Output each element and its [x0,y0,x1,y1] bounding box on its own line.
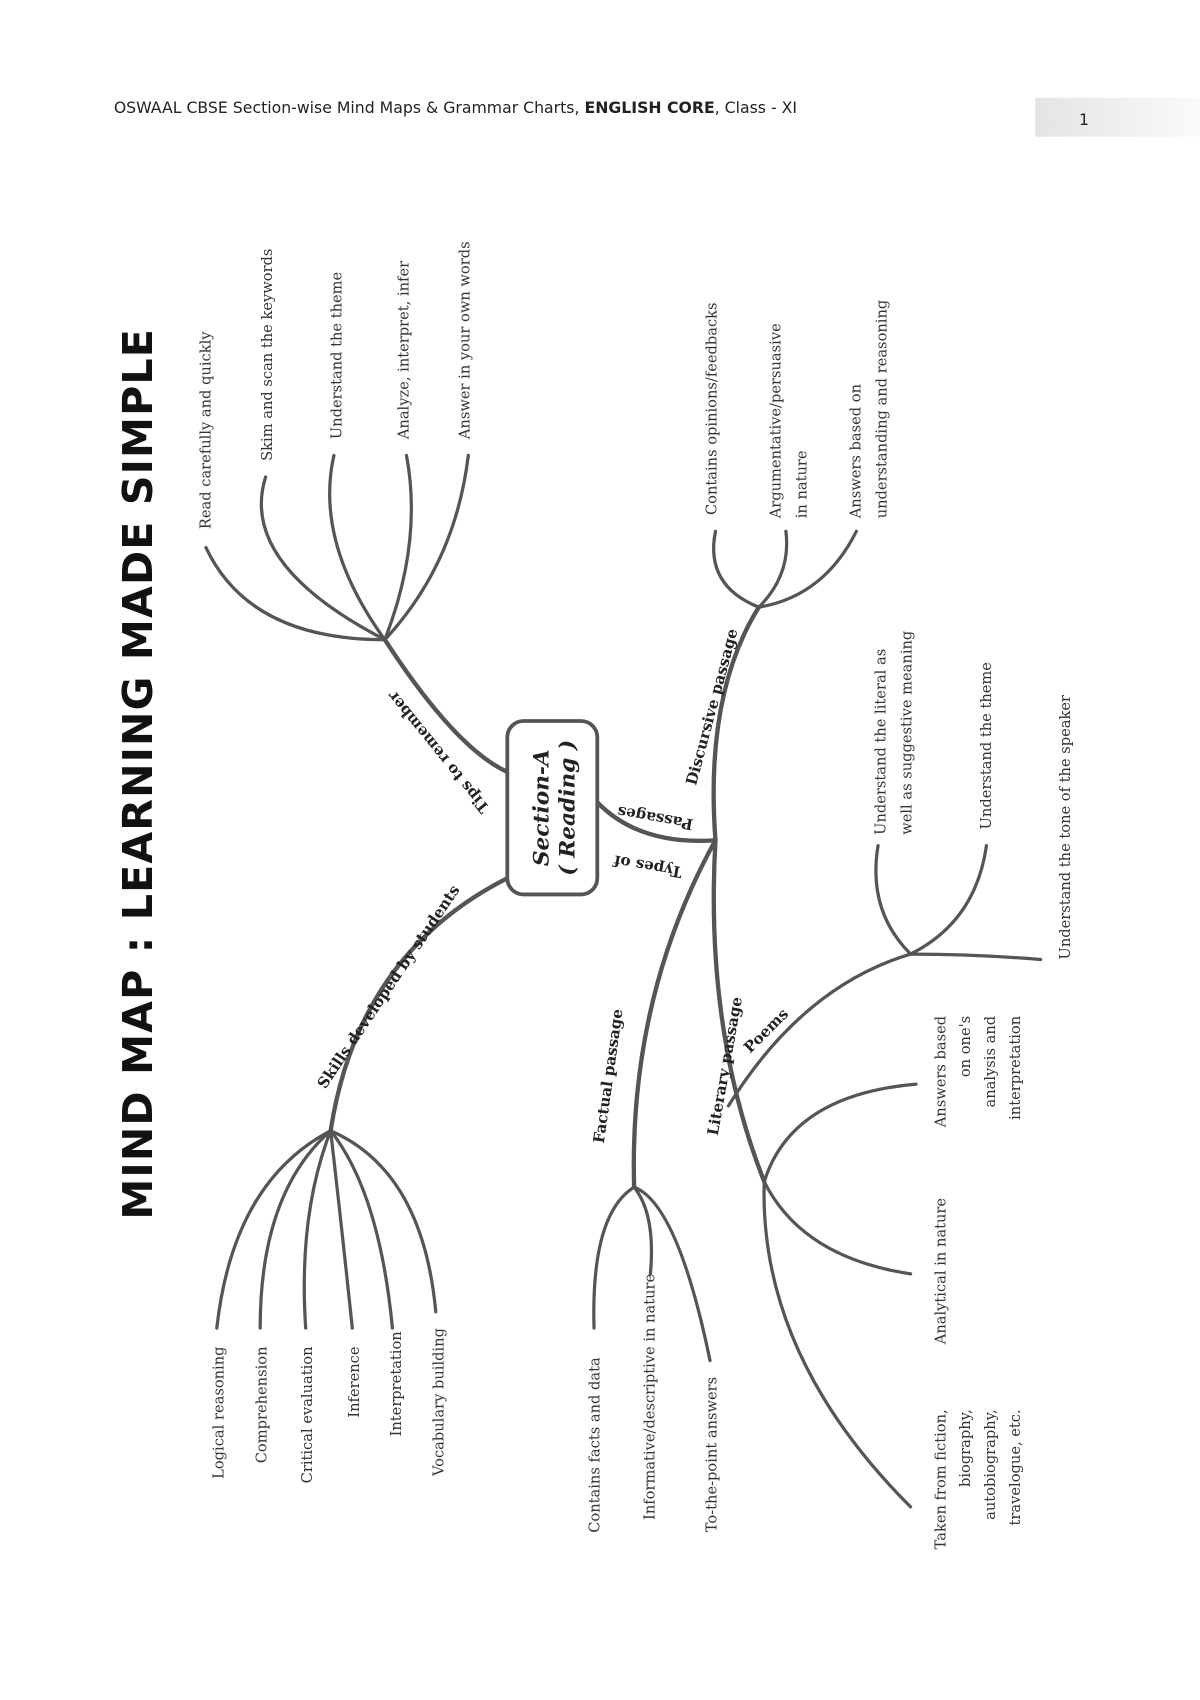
page-title: MIND MAP : LEARNING MADE SIMPLE [114,328,162,1220]
leaf-text: Understand the tone of the speaker [1057,695,1074,960]
leaf-text: Understand the theme [328,272,345,439]
leaf-text: Analyze, interpret, infer [396,261,413,440]
leaf-text: Answers based [932,1016,949,1128]
leaf-text: To-the-point answers [704,1377,721,1532]
leaf-text: Argumentative/persuasive [767,323,784,519]
leaf-text: Interpretation [388,1331,405,1437]
branch-factual-label: Factual passage [590,1008,627,1145]
leaf-text: Contains facts and data [586,1357,603,1533]
leaf-text: understanding and reasoning [874,300,891,519]
leaf-text: Comprehension [254,1346,271,1463]
leaf-text: autobiography, [982,1409,999,1520]
leaf-text: Inference [346,1346,363,1417]
skills-items: Logical reasoning Comprehension Critical… [210,1328,447,1483]
leaf-text: Read carefully and quickly [197,331,214,529]
connectors [204,453,1043,1509]
leaf-text: Answer in your own words [456,241,473,440]
leaf-text: well as suggestive meaning [899,631,916,835]
leaf-text: Critical evaluation [299,1346,316,1483]
header-text: OSWAAL CBSE Section-wise Mind Maps & Gra… [114,98,797,117]
branch-literary-label: Literary passage [704,995,746,1136]
center-subtitle: ( Reading ) [556,740,581,876]
tips-items: Read carefully and quickly Skim and scan… [197,241,473,529]
leaf-text: analysis and [982,1016,999,1108]
poems-items: Understand the literal as well as sugges… [873,631,1074,960]
page-number-box [1035,97,1200,137]
leaf-text: in nature [794,450,811,518]
discursive-items: Contains opinions/feedbacks Argumentativ… [704,300,891,520]
factual-items: Contains facts and data Informative/desc… [586,1274,720,1533]
leaf-text: Skim and scan the keywords [259,249,276,461]
leaf-text: Answers based on [848,383,865,519]
leaf-text: Analytical in nature [932,1198,949,1345]
branch-passages-label: Passages [616,802,694,833]
branch-discursive-label: Discursive passage [682,627,741,787]
leaf-text: Contains opinions/feedbacks [704,302,721,515]
leaf-text: Understand the theme [978,662,995,829]
leaf-text: Understand the literal as [873,649,890,835]
branch-types-label: Types of [611,851,684,881]
leaf-text: travelogue, etc. [1007,1409,1024,1525]
page-header: OSWAAL CBSE Section-wise Mind Maps & Gra… [114,97,1200,137]
branch-skills-label: Skills developed by students [314,882,464,1092]
central-node: Section-A ( Reading ) [505,719,600,897]
literary-items: Taken from fiction, biography, autobiogr… [932,1015,1024,1549]
leaf-text: Vocabulary building [430,1328,447,1477]
leaf-text: Taken from fiction, [932,1409,949,1549]
leaf-text: biography, [957,1409,974,1487]
page-number: 1 [1079,110,1089,129]
leaf-text: Logical reasoning [210,1346,227,1478]
leaf-text: interpretation [1007,1015,1024,1120]
leaf-text: Informative/descriptive in nature [642,1274,659,1520]
center-title: Section-A [530,749,555,866]
leaf-text: on one's [957,1016,974,1077]
